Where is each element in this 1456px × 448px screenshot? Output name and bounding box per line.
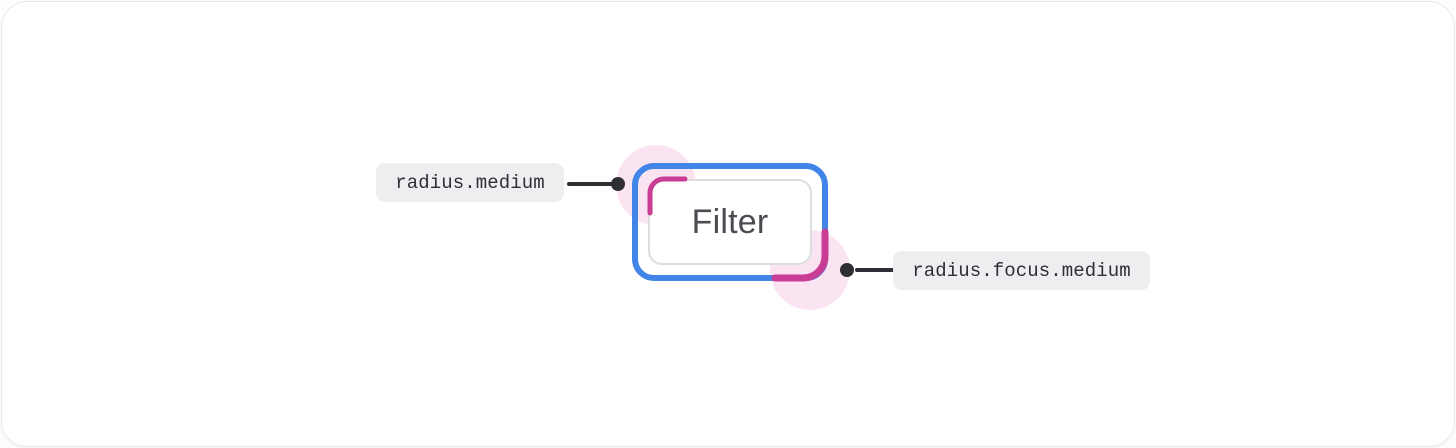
connector-line-radius-focus-medium bbox=[855, 268, 897, 272]
connector-dot-icon-radius-focus-medium bbox=[840, 263, 854, 277]
connector-line-radius-medium bbox=[567, 182, 617, 186]
filter-button-label: Filter bbox=[691, 203, 769, 241]
filter-button[interactable]: Filter bbox=[648, 179, 812, 265]
token-label-radius-medium[interactable]: radius.medium bbox=[376, 163, 564, 202]
connector-dot-icon-radius-medium bbox=[611, 177, 625, 191]
token-label-radius-focus-medium[interactable]: radius.focus.medium bbox=[893, 251, 1150, 290]
focus-ring bbox=[632, 163, 828, 281]
